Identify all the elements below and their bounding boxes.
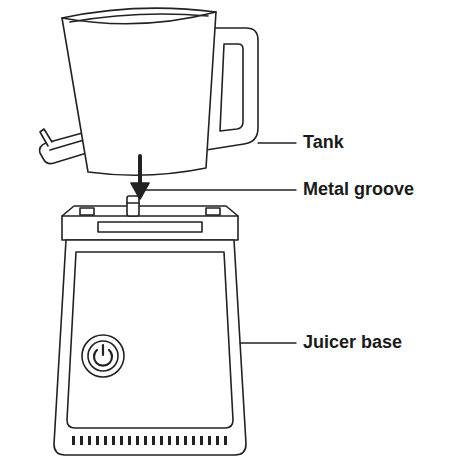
base-vents [72,436,227,445]
leader-lines [145,143,296,343]
base-lid [62,206,238,240]
part-label: Metal groove [303,179,414,201]
base-panel [67,252,233,428]
part-label: Tank [303,132,344,154]
part-label: Juicer base [303,332,402,354]
power-knob [82,335,124,377]
tank-body [62,8,216,175]
tank-rim [62,12,216,24]
base-body [54,240,246,455]
metal-groove [127,196,139,216]
assembly-arrow [131,156,149,199]
